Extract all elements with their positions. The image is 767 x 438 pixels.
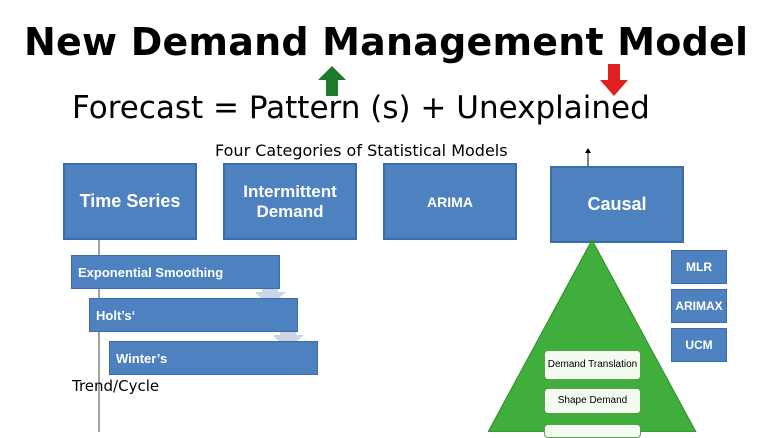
category-arima: ARIMA xyxy=(383,163,517,240)
category-causal: Causal xyxy=(550,166,684,243)
slide-title: New Demand Management Model xyxy=(24,20,749,64)
category-intermittent-demand: Intermittent Demand xyxy=(223,163,357,240)
forecast-formula: Forecast = Pattern (s) + Unexplained xyxy=(72,90,650,126)
models-subtitle: Four Categories of Statistical Models xyxy=(215,141,508,160)
causal-pyramid xyxy=(488,240,697,432)
method-exponential-smoothing: Exponential Smoothing xyxy=(71,255,280,289)
trend-cycle-label: Trend/Cycle xyxy=(72,377,160,395)
causal-method-mlr: MLR xyxy=(671,250,727,284)
method-winters: Winter’s xyxy=(109,341,318,375)
pyramid-item-shape-demand: Shape Demand xyxy=(544,388,641,414)
down-arrow-icon xyxy=(600,64,628,96)
category-time-series: Time Series xyxy=(63,163,197,240)
up-arrow-icon xyxy=(318,66,346,96)
pyramid-item-demand-translation: Demand Translation xyxy=(544,350,641,380)
pyramid-item-partial xyxy=(544,424,641,438)
method-holts: Holt’s‘ xyxy=(89,298,298,332)
small-up-arrow-icon xyxy=(585,148,591,166)
causal-method-arimax: ARIMAX xyxy=(671,289,727,323)
causal-method-ucm: UCM xyxy=(671,328,727,362)
